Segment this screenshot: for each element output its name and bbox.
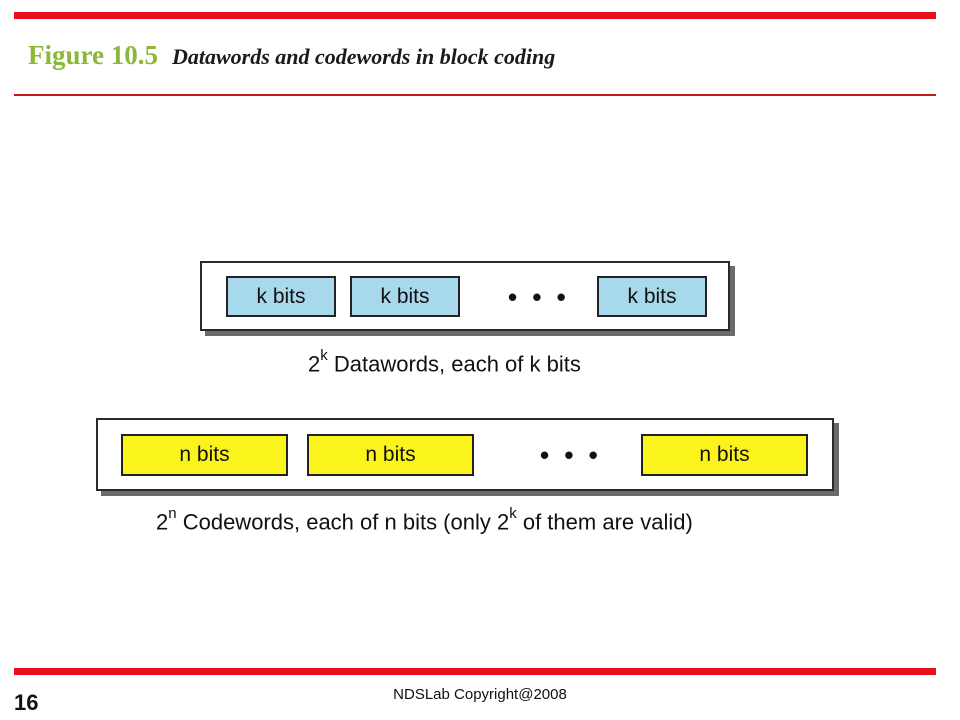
bottom-accent-bar [14, 668, 936, 675]
dataword-cell: k bits [226, 276, 336, 317]
page-number: 16 [14, 690, 39, 715]
dataword-label-text: Datawords, each of k bits [327, 351, 581, 377]
codeword-label-base-2: 2 [496, 509, 510, 535]
codeword-label-exponent: n [168, 505, 177, 522]
codeword-cell: n bits [307, 434, 474, 476]
dataword-label-exponent: k [320, 347, 328, 364]
dataword-cell: k bits [350, 276, 460, 317]
codeword-label-text-2: of them are valid) [516, 509, 693, 535]
figure-caption: Datawords and codewords in block coding [172, 44, 556, 69]
figure-number: Figure 10.5 [28, 40, 158, 70]
codeword-label: 2n Codewords, each of n bits (only 2k of… [156, 505, 693, 535]
codeword-label-text: Codewords, each of n bits (only [176, 509, 497, 535]
top-accent-bar [14, 12, 936, 19]
dataword-ellipsis: • • • [508, 282, 570, 312]
codeword-label-base: 2 [156, 509, 169, 535]
codeword-cell: n bits [641, 434, 808, 476]
codeword-ellipsis: • • • [540, 440, 602, 470]
slide-title: Figure 10.5 Datawords and codewords in b… [28, 40, 555, 71]
title-underline [14, 94, 936, 96]
footer-copyright: NDSLab Copyright@2008 [393, 686, 567, 703]
dataword-label-base: 2 [308, 351, 321, 377]
codeword-cell: n bits [121, 434, 288, 476]
dataword-label: 2k Datawords, each of k bits [308, 347, 581, 377]
codeword-label-exponent-2: k [509, 505, 517, 522]
dataword-cell: k bits [597, 276, 707, 317]
